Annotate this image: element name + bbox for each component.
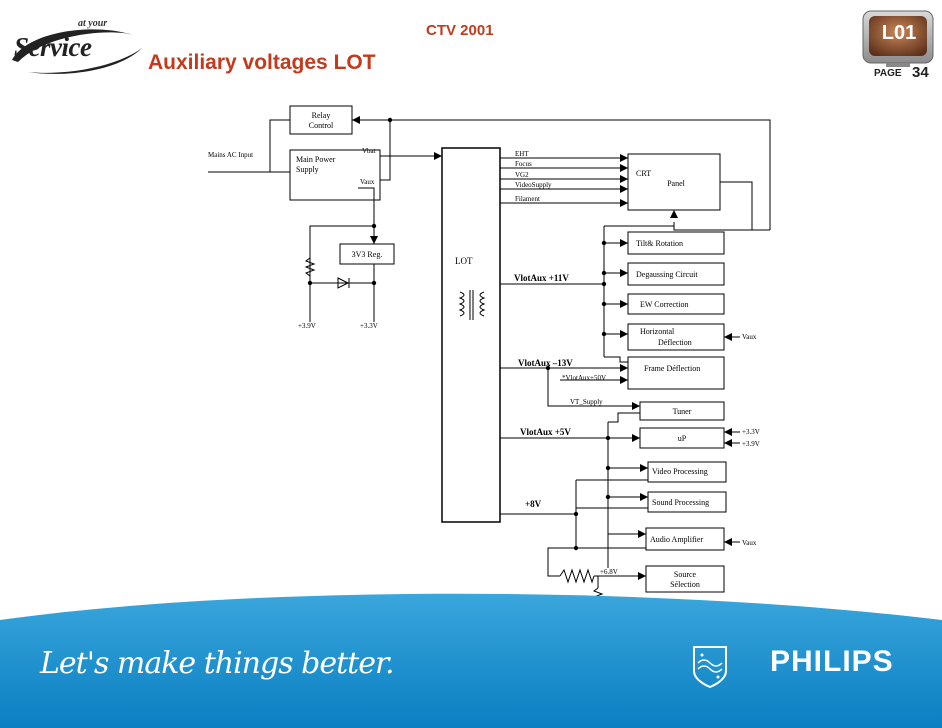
up-3v9-label: +3.9V <box>742 440 760 448</box>
lot-label: LOT <box>455 256 473 266</box>
resistor-icon <box>559 568 595 584</box>
document-label: CTV 2001 <box>426 22 494 39</box>
audio-label: Audio Amplifier <box>650 535 703 544</box>
tilt-label: Tilt& Rotation <box>636 239 683 248</box>
relay-label-2: Control <box>309 121 334 130</box>
transformer-icon <box>458 290 486 320</box>
frame-deflection-block <box>627 356 725 390</box>
audio-amplifier-block <box>645 527 725 551</box>
vlotaux5-label: VlotAux +5V <box>520 427 571 437</box>
vaux-hdefl-label: Vaux <box>742 333 757 341</box>
lot-block <box>441 147 501 523</box>
sound-label: Sound Processing <box>652 498 709 507</box>
vlotaux-13-label: VlotAux –13V <box>518 358 573 368</box>
slogan: Let's make things better. <box>40 646 395 681</box>
vaux-label: Vaux <box>360 178 375 186</box>
logo-tagline: at your <box>78 18 108 29</box>
videosupply-label: VideoSupply <box>515 181 552 189</box>
up-3v3-label: +3.3V <box>742 428 760 436</box>
ew-label: EW Correction <box>640 300 689 309</box>
block-diagram: Relay Control Main Power Supply 3V3 Reg.… <box>208 105 771 600</box>
source-selection-block <box>645 565 725 593</box>
footer-band <box>0 593 942 728</box>
source-label-2: Sélection <box>670 580 700 589</box>
tuner-block <box>639 401 725 421</box>
degauss-label: Degaussing Circuit <box>636 270 698 279</box>
plus8v-label: +8V <box>525 499 542 509</box>
vlotaux11-label: VlotAux +11V <box>514 273 569 283</box>
tv-badge-icon <box>862 10 934 67</box>
video-processing-block <box>647 461 727 483</box>
reg-3v3-block <box>339 243 395 265</box>
vt-supply-label: VT_Supply <box>570 398 603 406</box>
mains-input-label: Mains AC Input <box>208 151 253 159</box>
vlotaux50-label: *VlotAux+50V <box>562 374 606 382</box>
degaussing-block <box>627 262 725 286</box>
focus-label: Focus <box>515 160 532 168</box>
fdefl-label: Frame Déflection <box>644 364 700 373</box>
video-label: Video Processing <box>652 467 708 476</box>
page-title: Auxiliary voltages LOT <box>148 51 376 74</box>
crt-label-2: Panel <box>667 179 686 188</box>
resistor-icon <box>592 587 604 600</box>
vbat-label: Vbat <box>362 147 376 155</box>
hdefl-label-2: Déflection <box>658 338 692 347</box>
resistor-icon <box>304 257 316 277</box>
tuner-label: Tuner <box>673 407 692 416</box>
logo-wordmark: Service <box>14 32 92 62</box>
crt-label-1: CRT <box>636 169 651 178</box>
up-label: uP <box>678 434 687 443</box>
main-power-supply-block <box>289 149 381 201</box>
mps-label-1: Main Power <box>296 155 336 164</box>
page-label: PAGE <box>874 68 902 79</box>
philips-shield-icon <box>693 646 727 689</box>
out-3v3-label: +3.3V <box>360 322 378 330</box>
eht-label: EHT <box>515 150 529 158</box>
sound-processing-block <box>647 491 727 513</box>
mps-label-2: Supply <box>296 165 319 174</box>
reg-label: 3V3 Reg. <box>352 250 383 259</box>
vg2-label: VG2 <box>515 171 529 179</box>
vaux-audio-label: Vaux <box>742 539 757 547</box>
brand-wordmark: PHILIPS <box>770 645 894 678</box>
out-3v9-label: +3.9V <box>298 322 316 330</box>
page-number: 34 <box>912 64 929 81</box>
service-logo-swoosh <box>12 29 142 74</box>
plus6v8-label: +6.8V <box>600 568 618 576</box>
hdefl-label-1: Horizontal <box>640 327 675 336</box>
source-label-1: Source <box>674 570 697 579</box>
relay-label-1: Relay <box>312 111 331 120</box>
filament-label: Filament <box>515 195 540 203</box>
diode-icon <box>337 277 350 289</box>
section-badge: L01 <box>881 22 917 44</box>
